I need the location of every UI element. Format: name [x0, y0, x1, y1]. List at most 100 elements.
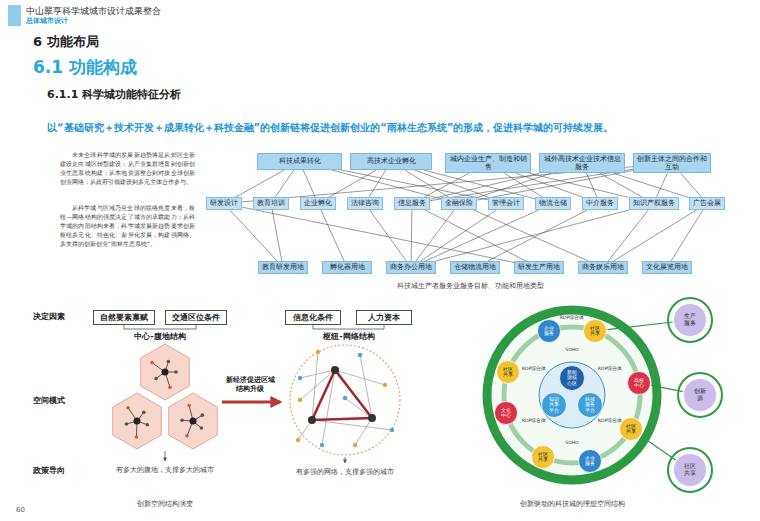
- hub-dot: [331, 366, 339, 374]
- connector-line: [230, 210, 277, 261]
- node-text: 企业服务: [584, 456, 596, 467]
- function-box: 研发设计: [206, 197, 242, 210]
- node-text: 高校中心: [633, 378, 645, 389]
- figure-caption: 创新空间结构演变: [105, 500, 225, 508]
- network-dot: [296, 438, 300, 442]
- satellite-circle: 社区共享: [673, 453, 707, 487]
- function-box: 信息服务: [394, 197, 430, 210]
- node-text: 科技服务平台: [584, 397, 596, 414]
- network-dot: [316, 350, 320, 354]
- connector-line: [369, 170, 386, 197]
- figure-caption: 创新驱动的科技城的理想空间结构: [480, 500, 664, 508]
- hub-dot: [162, 369, 169, 376]
- network-dot: [383, 383, 387, 387]
- land-use-box: 商务娱乐用地: [578, 261, 628, 274]
- land-use-box: 文化展览用地: [642, 261, 692, 274]
- connector-line: [242, 207, 514, 262]
- node-text: 商务娱乐用地: [582, 263, 624, 271]
- connector-line: [236, 170, 285, 197]
- node-text: 人力资本: [368, 313, 400, 322]
- connector-line: [303, 170, 315, 197]
- hexagon: [169, 393, 217, 449]
- core-circle-node: 知识共享平台: [541, 392, 567, 418]
- satellite-ring: [668, 448, 712, 492]
- hub-triangle: [312, 370, 372, 420]
- function-box: 知识产权服务: [629, 197, 679, 210]
- node-text: 研发设计: [210, 199, 238, 207]
- network-dot: [320, 443, 324, 447]
- circle-shape: [620, 418, 643, 441]
- factor-box: 交通区位条件: [165, 310, 227, 325]
- dot: [200, 426, 204, 430]
- connector-line: [641, 436, 675, 460]
- node-text: 信息服务: [398, 199, 426, 207]
- circle-shape: [674, 304, 707, 337]
- connector-line: [411, 210, 413, 261]
- circle-shape: [579, 450, 602, 473]
- node-text: 企业服务: [543, 326, 555, 337]
- circle-shape: [497, 361, 520, 384]
- structure-label: 中心-腹地结构: [110, 332, 210, 342]
- connector-line: [651, 385, 683, 391]
- small-label: RDP综合体: [597, 418, 623, 424]
- network-dot: [390, 428, 394, 432]
- ring-circle-node: 企业服务: [537, 319, 561, 343]
- factor-box: 信息化条件: [285, 310, 341, 325]
- node-ring: [504, 327, 640, 463]
- body-paragraph: 从科学城与区域乃至全球的联络角度来看，枢纽—网络结构的强度决定了城市的承载能力；…: [60, 203, 195, 248]
- function-box: 广告会展: [689, 197, 725, 210]
- connector-line: [405, 170, 449, 197]
- satellite-ring: [678, 373, 722, 417]
- land-use-box: 仓储物流用地: [450, 261, 500, 274]
- ring-circle-node: 社区共享: [496, 360, 520, 384]
- network-link: [312, 420, 392, 430]
- connector-line: [421, 210, 497, 261]
- node-text: 法律咨询: [351, 199, 379, 207]
- node-text: 知识产权服务: [633, 199, 675, 207]
- connector-line: [656, 173, 667, 197]
- node-text: 科技成果转化: [279, 157, 321, 165]
- dot: [150, 361, 154, 365]
- dot: [154, 377, 158, 381]
- land-use-box: 教育研发用地: [258, 261, 308, 274]
- ring-circle-node: 社区共享: [619, 417, 643, 441]
- function-box: 金融保险: [441, 197, 477, 210]
- network-link: [300, 370, 335, 378]
- dot: [174, 370, 178, 374]
- connector-line: [416, 210, 454, 261]
- connector-line: [321, 210, 344, 261]
- dot: [146, 423, 150, 427]
- node-text: 创新主体之间的合作和互动: [637, 155, 707, 171]
- node-text: 广告会展: [693, 199, 721, 207]
- function-box: 企业孵化: [300, 197, 336, 210]
- node-text: 企业孵化: [304, 199, 332, 207]
- lead-sentence: 以“基础研究＋技术开发＋成果转化＋科技金融”的创新链将促进创新创业的“雨林生态系…: [47, 121, 747, 134]
- header-block: [8, 5, 21, 26]
- dot: [142, 411, 146, 415]
- network-dot: [358, 353, 362, 357]
- hub-dot: [308, 416, 316, 424]
- ring-figure: [487, 298, 722, 492]
- row-label: 政策导向: [33, 466, 83, 476]
- circle-shape: [584, 320, 607, 343]
- node-text: 文化展览用地: [646, 263, 688, 271]
- header-subtitle: 总体城市设计: [26, 17, 176, 26]
- connector-line: [600, 173, 642, 197]
- hexagon-figure: [113, 344, 217, 449]
- factor-box: 自然要素禀赋: [93, 310, 155, 325]
- circle-shape: [628, 372, 651, 395]
- land-use-box: 孵化器用地: [322, 261, 372, 274]
- circle-shape: [578, 393, 603, 418]
- network-figure: [290, 345, 400, 455]
- land-use-box: 研发生产用地: [514, 261, 564, 274]
- policy-note: 有多强的网络，支撑多强的城市: [275, 468, 415, 476]
- header-title: 中山翠亨科学城城市设计成果整合: [26, 6, 286, 18]
- connector-line: [681, 173, 702, 197]
- down-arrow: [345, 457, 346, 463]
- policy-note: 有多大的腹地，支撑多大的城市: [95, 466, 235, 474]
- node-text: 高技术企业孵化: [367, 157, 416, 165]
- bracket: [124, 325, 196, 329]
- node-text: 物流仓储: [539, 199, 567, 207]
- row-label: 决定因素: [33, 312, 83, 322]
